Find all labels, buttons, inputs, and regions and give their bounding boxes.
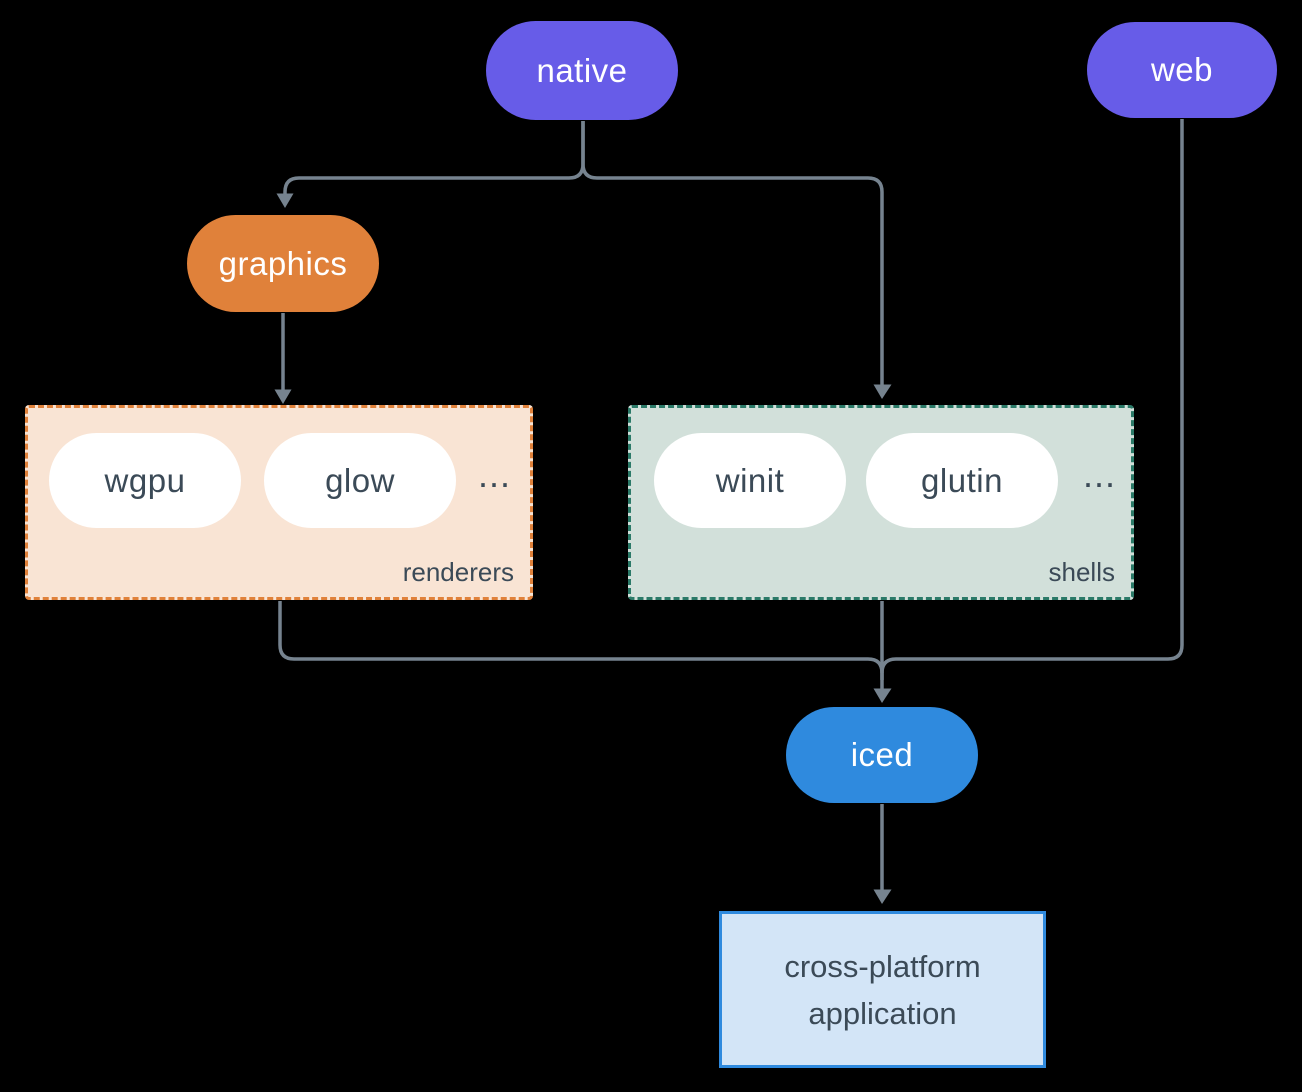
node-graphics-label: graphics [218, 244, 348, 282]
arrowhead-shells-top [873, 384, 892, 399]
arrowhead-renderers-top [274, 389, 292, 404]
arrowhead-iced [873, 688, 892, 703]
node-web-label: web [1150, 51, 1214, 88]
node-glutin: glutin [866, 433, 1058, 528]
app-label-line1: cross-platform [784, 948, 981, 984]
arrowhead-graphics [276, 193, 294, 208]
renderers-ellipsis: ... [478, 454, 512, 495]
arrowhead-app [873, 889, 892, 904]
node-iced: iced [786, 707, 978, 803]
node-glow-label: glow [325, 461, 395, 499]
edge-renderers-to-iced [278, 601, 884, 680]
node-iced-label: iced [850, 736, 914, 773]
node-web: web [1087, 22, 1277, 118]
node-glow: glow [264, 433, 456, 528]
node-graphics: graphics [187, 215, 379, 312]
edge-native-to-shells [581, 121, 884, 385]
node-winit: winit [654, 433, 846, 528]
edge-native-to-graphics [283, 121, 585, 195]
node-cross-platform-application: cross-platform application [719, 911, 1046, 1068]
renderers-group-label: renderers [402, 557, 514, 587]
app-label-line2: application [808, 995, 957, 1031]
node-wgpu: wgpu [49, 433, 241, 528]
node-glutin-label: glutin [921, 461, 1003, 499]
renderers-group: wgpu glow ... renderers [25, 405, 533, 600]
node-wgpu-label: wgpu [104, 461, 186, 499]
node-native-label: native [536, 51, 628, 89]
shells-ellipsis: ... [1083, 454, 1117, 495]
node-winit-label: winit [715, 461, 785, 499]
shells-group-label: shells [1048, 557, 1115, 587]
node-native: native [486, 21, 678, 120]
shells-group: winit glutin ... shells [628, 405, 1134, 600]
